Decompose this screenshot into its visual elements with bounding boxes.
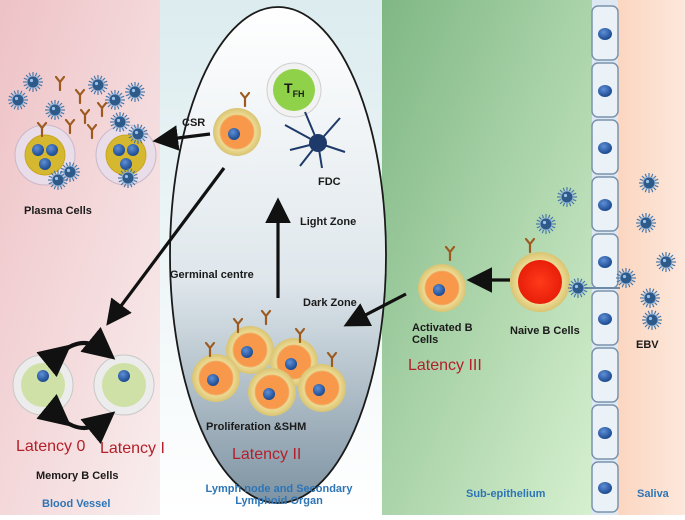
activated-b-cell xyxy=(417,263,467,313)
ebv-label: EBV xyxy=(636,339,659,351)
flow-arrows xyxy=(106,125,510,327)
epithelial-cells xyxy=(591,0,619,515)
dark-zone-label: Dark Zone xyxy=(303,297,357,309)
light-zone-label: Light Zone xyxy=(300,216,357,228)
saliva-panel xyxy=(618,0,685,515)
sub-epithelium-panel xyxy=(382,0,592,515)
saliva-label: Saliva xyxy=(637,488,669,500)
lymph-node-line1: Lymph node and Secondary xyxy=(205,483,353,495)
latency-0-label: Latency 0 xyxy=(16,438,86,455)
proliferation-label: Proliferation &SHM xyxy=(206,421,307,433)
tfh-subscript: FH xyxy=(292,88,305,99)
activated-b-line2: Cells xyxy=(412,334,439,346)
naive-b-cell xyxy=(510,237,620,312)
tfh-main: T xyxy=(284,80,293,96)
naive-b-cells-label: Naive B Cells xyxy=(510,325,580,337)
tfh-cell xyxy=(266,62,322,118)
latency-2-label: Latency II xyxy=(232,446,302,463)
fdc-label: FDC xyxy=(318,176,341,188)
memory-b-cells xyxy=(12,326,155,445)
csr-label: CSR xyxy=(182,117,206,129)
latency-1-label: Latency I xyxy=(100,440,165,457)
fdc-cell xyxy=(284,111,346,169)
lymph-node-line2: Lymphoid Organ xyxy=(235,495,323,507)
sub-epithelium-label: Sub-epithelium xyxy=(466,488,546,500)
activated-b-label: Activated B Cells xyxy=(412,322,473,346)
memory-b-cells-label: Memory B Cells xyxy=(36,470,119,482)
activated-b-line1: Activated B xyxy=(412,322,473,334)
tfh-label: TFH xyxy=(284,80,305,99)
blood-vessel-label: Blood Vessel xyxy=(42,498,111,510)
germinal-centre-label: Germinal centre xyxy=(170,269,254,281)
csr-b-cell xyxy=(212,107,262,157)
latency-3-label: Latency III xyxy=(408,357,482,374)
plasma-cells-label: Plasma Cells xyxy=(24,205,92,217)
lymph-node-label: Lymph node and Secondary Lymphoid Organ xyxy=(186,483,372,507)
